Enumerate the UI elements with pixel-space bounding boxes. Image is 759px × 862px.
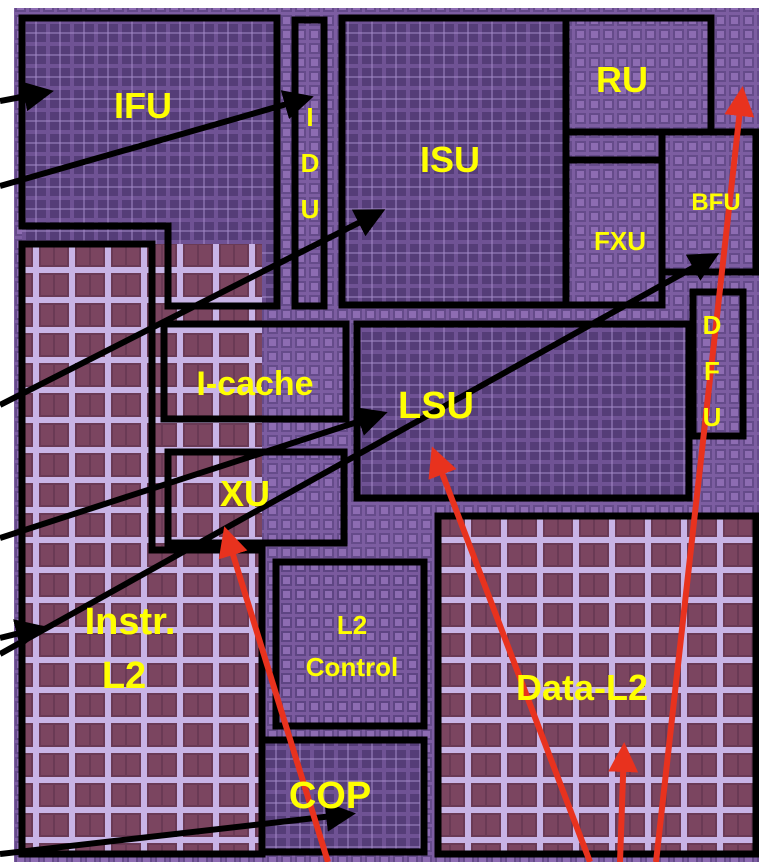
label-lsu: LSU [398, 385, 474, 427]
label-instr-l2-line2: L2 [102, 655, 146, 697]
label-icache: I-cache [196, 365, 313, 403]
label-l2-control-line2: Control [306, 652, 398, 682]
red-arrow-to-data-l2 [620, 748, 624, 862]
label-isu: ISU [420, 139, 480, 180]
label-dfu-u: U [703, 402, 722, 432]
label-idu-u: U [301, 194, 320, 224]
label-bfu: BFU [691, 189, 740, 216]
label-fxu: FXU [594, 226, 646, 256]
label-l2-control-line1: L2 [337, 610, 367, 640]
label-idu-d: D [301, 148, 320, 178]
label-idu-i: I [306, 102, 313, 132]
label-instr-l2-line1: Instr. [85, 601, 176, 643]
label-ru: RU [596, 59, 648, 100]
label-ifu: IFU [114, 85, 172, 126]
label-xu: XU [220, 473, 270, 514]
l2-control-block-fill [276, 562, 424, 728]
label-dfu-d: D [703, 310, 722, 340]
label-cop: COP [289, 775, 371, 817]
label-dfu-f: F [704, 356, 720, 386]
label-data-l2: Data-L2 [516, 667, 648, 708]
